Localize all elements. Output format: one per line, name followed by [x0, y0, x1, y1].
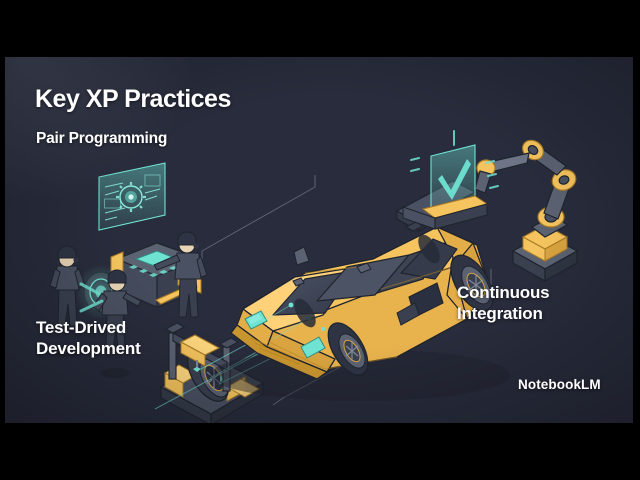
- robot-arm: [474, 139, 579, 283]
- label-test-driven-development: Test-Drived Development: [36, 318, 141, 358]
- checkmark-hologram: [402, 130, 499, 230]
- technician-figure: [49, 231, 208, 378]
- car-wheel: [294, 234, 494, 376]
- label-continuous-integration: Continuous Integration: [457, 283, 550, 323]
- watermark-notebooklm: NotebookLM: [518, 377, 601, 392]
- page-title: Key XP Practices: [35, 85, 231, 113]
- wheel-test-rig: [154, 312, 311, 423]
- slide-content-area: Key XP Practices Pair Programming Test-D…: [5, 57, 633, 423]
- isometric-factory-illustration: [49, 130, 579, 423]
- sports-car: [210, 180, 510, 401]
- label-pair-programming: Pair Programming: [36, 130, 168, 147]
- holographic-screen: [98, 162, 166, 231]
